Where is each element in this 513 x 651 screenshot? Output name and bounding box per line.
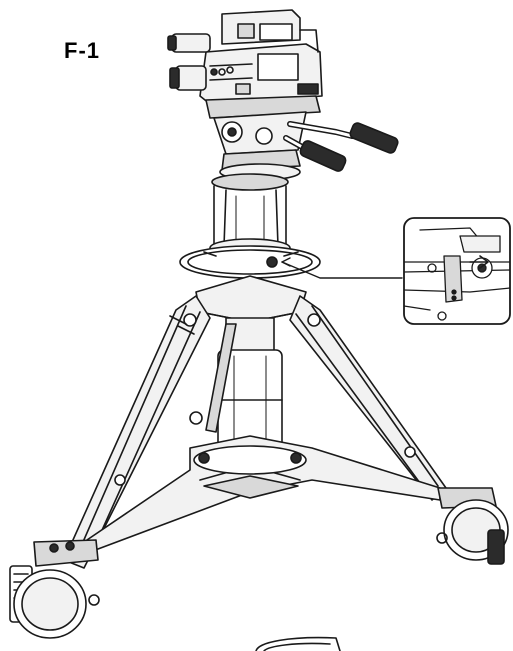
wheel-left [9, 539, 100, 639]
wheel-right [436, 487, 509, 565]
figure-label: F-1 [64, 38, 100, 63]
detail-callout-line [281, 257, 403, 279]
steering-ring [179, 245, 321, 279]
lock-lever [443, 255, 463, 303]
top-casting [195, 275, 307, 323]
camera-viewfinder [167, 33, 211, 91]
leg-rear [189, 323, 237, 433]
pan-handle-upper [287, 121, 399, 154]
camera-body [199, 9, 323, 105]
leg-left [63, 295, 211, 569]
column-cage [209, 173, 291, 258]
wheel-front-partial [255, 636, 341, 651]
spreader-base [83, 435, 441, 553]
pan-handle-lower [283, 135, 347, 172]
fluid-head [205, 95, 321, 181]
detail-inset [403, 217, 511, 325]
